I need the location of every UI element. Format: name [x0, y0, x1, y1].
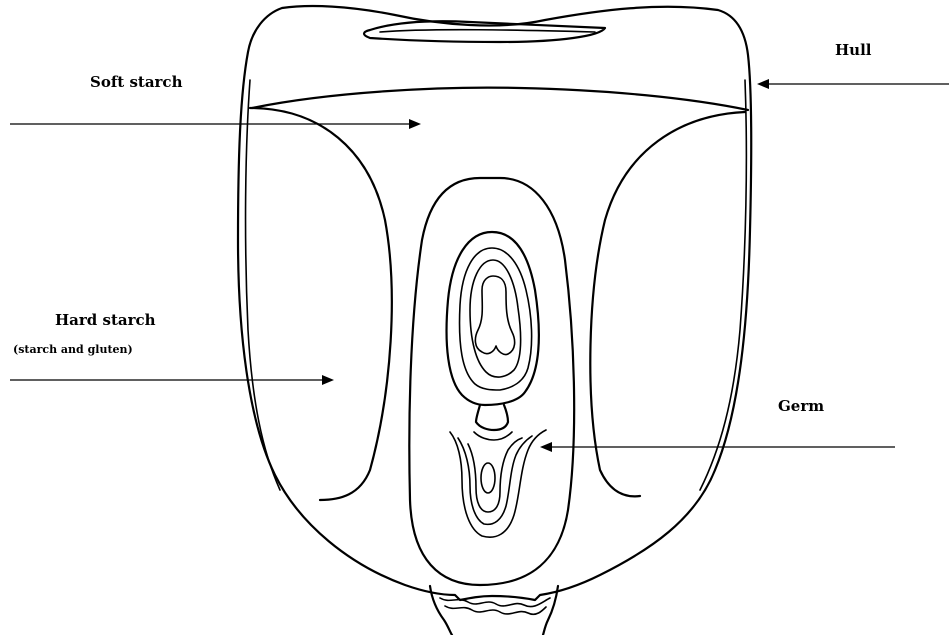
radicle-tip	[481, 463, 495, 493]
crown-groove-inner	[380, 30, 595, 32]
mesocotyl	[476, 405, 508, 430]
hard-starch-right	[590, 112, 745, 496]
soft-starch-boundary	[252, 88, 748, 110]
hard-starch-left	[250, 108, 392, 500]
plumule	[475, 276, 514, 355]
plumule-contour-outer	[447, 232, 539, 405]
hull-outline	[238, 6, 751, 600]
hull-arrow	[757, 79, 949, 89]
hard-starch-arrow	[10, 375, 334, 385]
hull-inner-line-right	[700, 80, 746, 490]
hull-label: Hull	[835, 43, 871, 58]
hard-starch-label: Hard starch	[55, 313, 156, 328]
radicle-cap	[474, 432, 512, 440]
soft-starch-arrow	[10, 119, 421, 129]
hard-starch-note: (starch and gluten)	[13, 344, 133, 355]
soft-starch-label: Soft starch	[90, 75, 182, 90]
germ-arrow	[540, 442, 895, 452]
plumule-contour-inner	[470, 260, 521, 377]
germ-label: Germ	[778, 399, 824, 414]
hull-inner-line-left	[246, 80, 280, 490]
